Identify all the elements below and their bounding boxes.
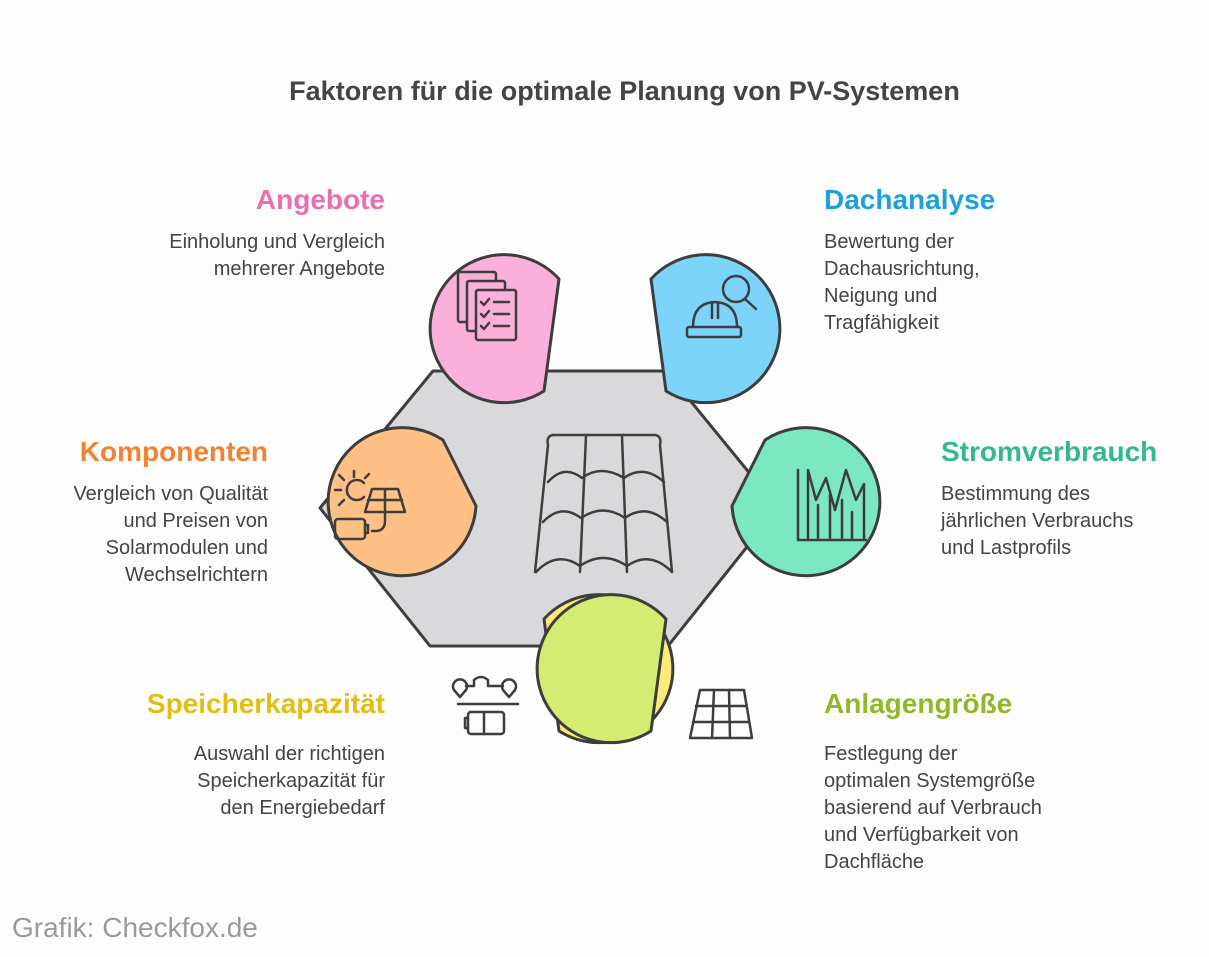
factor-speicherkapazitaet: Speicherkapazität Auswahl der richtigen …	[60, 687, 385, 822]
factor-angebote: Angebote Einholung und Vergleich mehrere…	[60, 183, 385, 283]
factor-komponenten: Komponenten Vergleich von Qualität und P…	[20, 435, 268, 589]
dachanalyse-drop	[649, 253, 782, 405]
sun-panel-battery-icon	[333, 469, 407, 541]
factor-heading: Speicherkapazität	[146, 688, 385, 719]
factor-anlagengroesse: Anlagengröße Festlegung der optimalen Sy…	[824, 687, 1164, 876]
solar-roof-icon	[533, 433, 674, 574]
factor-description: Auswahl der richtigen Speicherkapazität …	[193, 743, 385, 819]
documents-checklist-icon	[456, 270, 518, 342]
factor-description: Bestimmung des jährlichen Verbrauchs und…	[941, 483, 1134, 559]
storage-battery-icon	[451, 675, 520, 736]
factor-dachanalyse: Dachanalyse Bewertung der Dachausrichtun…	[824, 183, 1164, 337]
consumption-chart-icon	[796, 468, 868, 542]
factor-description: Vergleich von Qualität und Preisen von S…	[73, 483, 268, 586]
factor-description: Einholung und Vergleich mehrerer Angebot…	[169, 231, 385, 280]
factor-heading: Stromverbrauch	[941, 436, 1158, 467]
factor-stromverbrauch: Stromverbrauch Bestimmung des jährlichen…	[941, 435, 1201, 562]
credit-text: Grafik: Checkfox.de	[12, 912, 258, 943]
factor-description: Bewertung der Dachausrichtung, Neigung u…	[824, 231, 980, 334]
factor-description: Festlegung der optimalen Systemgröße bas…	[824, 743, 1042, 873]
factor-heading: Komponenten	[79, 436, 268, 467]
page-title: Faktoren für die optimale Planung von PV…	[289, 76, 960, 106]
factor-heading: Dachanalyse	[824, 184, 996, 215]
hardhat-search-icon	[685, 274, 758, 339]
factor-heading: Anlagengröße	[824, 688, 1013, 719]
solar-panel-icon	[688, 688, 754, 740]
anlagengroesse-drop	[535, 593, 668, 745]
factor-heading: Angebote	[255, 184, 385, 215]
stromverbrauch-drop	[730, 426, 882, 578]
